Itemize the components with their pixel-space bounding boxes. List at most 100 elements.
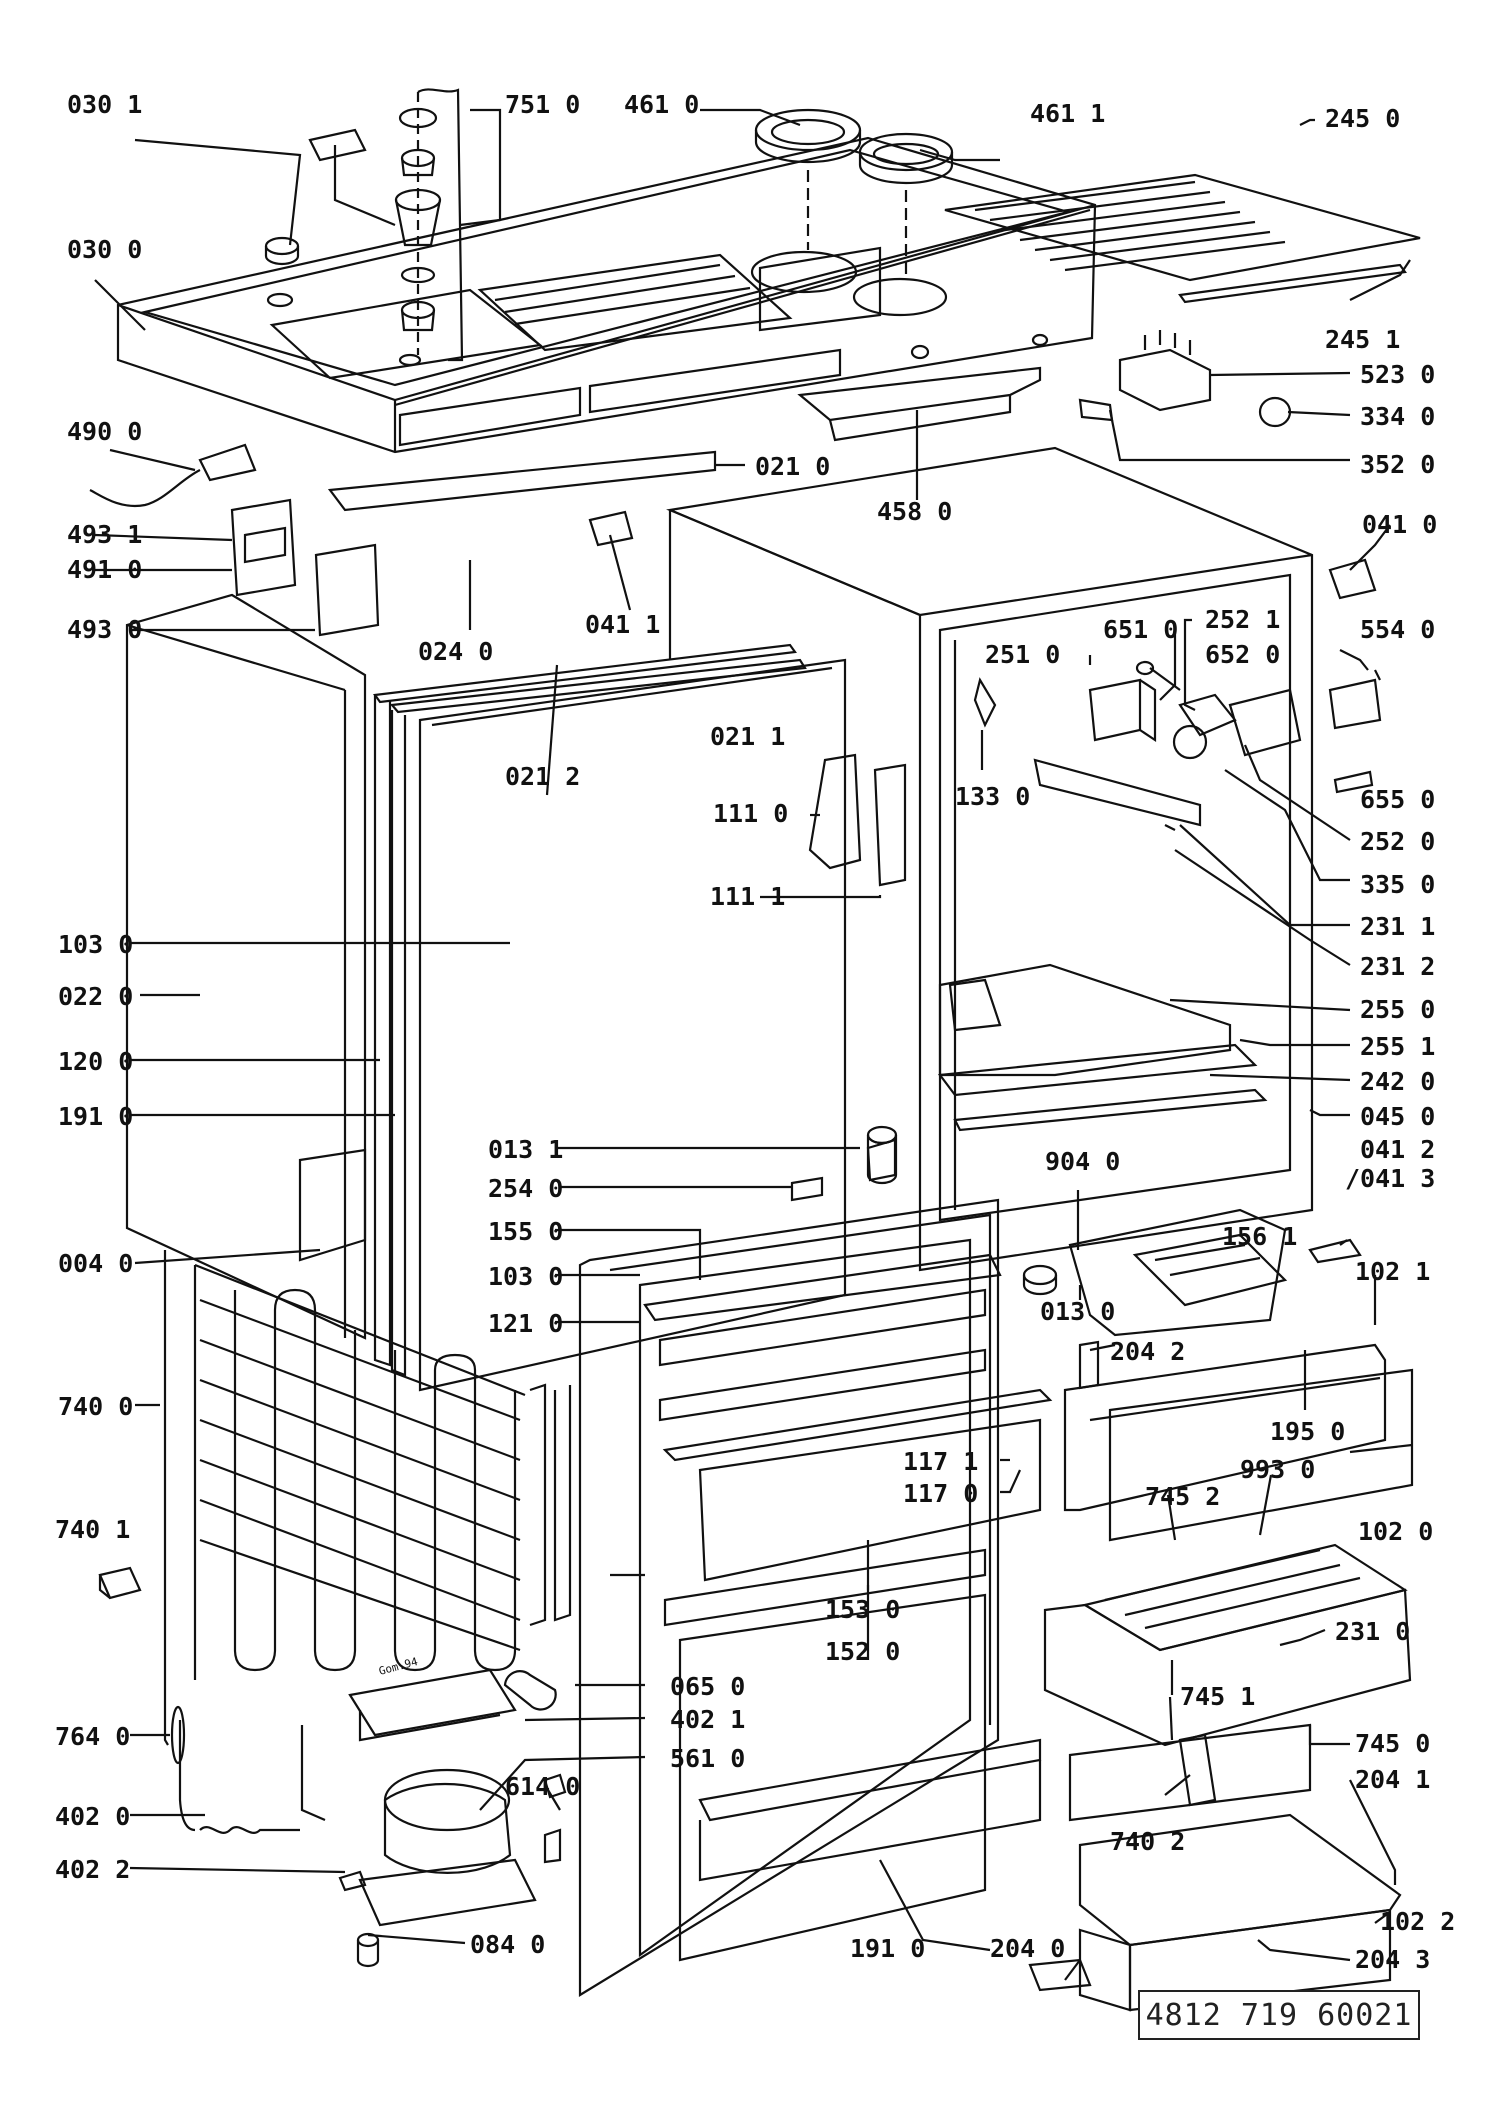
- label-155-0: 155 0: [488, 1217, 563, 1246]
- freezer-compartment: [937, 963, 1268, 1132]
- label-133-0: 133 0: [955, 782, 1030, 811]
- label-191-0-left: 191 0: [58, 1102, 133, 1131]
- label-402-0: 402 0: [55, 1802, 130, 1831]
- label-004-0: 004 0: [58, 1249, 133, 1278]
- label-245-0: 245 0: [1325, 104, 1400, 133]
- label-904-0: 904 0: [1045, 1147, 1120, 1176]
- label-204-3: 204 3: [1355, 1945, 1430, 1974]
- label-651-0: 651 0: [1103, 615, 1178, 644]
- label-740-2: 740 2: [1110, 1827, 1185, 1856]
- label-491-0: 491 0: [67, 555, 142, 584]
- sink-fittings: [264, 88, 464, 362]
- label-231-0: 231 0: [1335, 1617, 1410, 1646]
- label-045-0: 045 0: [1360, 1102, 1435, 1131]
- label-554-0: 554 0: [1360, 615, 1435, 644]
- plinth-strip-021: [327, 450, 717, 512]
- drawing-number: 4812 719 60021: [1145, 1997, 1413, 2033]
- label-458-0: 458 0: [877, 497, 952, 526]
- mains-cable-490: [89, 443, 257, 508]
- label-022-0: 022 0: [58, 982, 133, 1011]
- label-614-0: 614 0: [505, 1772, 580, 1801]
- freezer-door-102: [1063, 1343, 1414, 1542]
- cabinet-right-body: [666, 446, 1314, 1272]
- label-242-0: 242 0: [1360, 1067, 1435, 1096]
- label-352-0: 352 0: [1360, 450, 1435, 479]
- worktop: [116, 136, 1097, 454]
- label-121-0: 121 0: [488, 1309, 563, 1338]
- part-labels: 030 1 751 0 461 0 461 1 245 0 030 0 245 …: [55, 90, 1455, 1974]
- label-251-0: 251 0: [985, 640, 1060, 669]
- fridge-door-121: [578, 1198, 1053, 1997]
- label-195-0: 195 0: [1270, 1417, 1345, 1446]
- label-740-1: 740 1: [55, 1515, 130, 1544]
- label-013-0: 013 0: [1040, 1297, 1115, 1326]
- drawing-inscription: Gom.94: [377, 1655, 419, 1678]
- label-561-0: 561 0: [670, 1744, 745, 1773]
- label-745-0: 745 0: [1355, 1729, 1430, 1758]
- egg-tray-156: [1132, 1233, 1288, 1307]
- label-252-0: 252 0: [1360, 827, 1435, 856]
- label-461-1: 461 1: [1030, 99, 1105, 128]
- label-764-0: 764 0: [55, 1722, 130, 1751]
- label-117-0: 117 0: [903, 1479, 978, 1508]
- freezer-basket-993: [1043, 1543, 1412, 1747]
- rear-panel-245: [944, 173, 1421, 304]
- terminal-block-493: [230, 498, 380, 637]
- label-231-2: 231 2: [1360, 952, 1435, 981]
- label-252-1: 252 1: [1205, 605, 1280, 634]
- label-231-1: 231 1: [1360, 912, 1435, 941]
- label-254-0: 254 0: [488, 1174, 563, 1203]
- label-041-1: 041 1: [585, 610, 660, 639]
- label-334-0: 334 0: [1360, 402, 1435, 431]
- compressor-402: [300, 1668, 567, 1968]
- hotplate-openings: [266, 250, 1049, 367]
- label-156-1: 156 1: [1222, 1222, 1297, 1251]
- crisper-drawer-204: [1028, 1723, 1402, 2012]
- label-655-0: 655 0: [1360, 785, 1435, 814]
- spare-clip-740-1: [98, 1566, 142, 1600]
- thermostat-523: [1078, 330, 1292, 428]
- label-402-1: 402 1: [670, 1705, 745, 1734]
- door-handles: [808, 753, 907, 1182]
- label-111-0: 111 0: [713, 799, 788, 828]
- label-021-2: 021 2: [505, 762, 580, 791]
- label-041-3: /041 3: [1345, 1164, 1435, 1193]
- label-652-0: 652 0: [1205, 640, 1280, 669]
- label-751-0: 751 0: [505, 90, 580, 119]
- door-panel-103: [418, 658, 847, 1392]
- label-204-0: 204 0: [990, 1934, 1065, 1963]
- label-490-0: 490 0: [67, 417, 142, 446]
- label-030-0: 030 0: [67, 235, 142, 264]
- label-745-2: 745 2: [1145, 1482, 1220, 1511]
- label-191-0-bottom: 191 0: [850, 1934, 925, 1963]
- label-204-2: 204 2: [1110, 1337, 1185, 1366]
- label-084-0: 084 0: [470, 1930, 545, 1959]
- label-745-1: 745 1: [1180, 1682, 1255, 1711]
- label-117-1: 117 1: [903, 1447, 978, 1476]
- label-111-1: 111 1: [710, 882, 785, 911]
- label-102-1: 102 1: [1355, 1257, 1430, 1286]
- label-204-1: 204 1: [1355, 1765, 1430, 1794]
- condenser-740: [163, 1250, 572, 1746]
- label-102-0: 102 0: [1358, 1517, 1433, 1546]
- label-402-2: 402 2: [55, 1855, 130, 1884]
- label-041-0: 041 0: [1362, 510, 1437, 539]
- label-255-0: 255 0: [1360, 995, 1435, 1024]
- label-993-0: 993 0: [1240, 1455, 1315, 1484]
- capillary-764: [170, 1705, 300, 1834]
- label-030-1: 030 1: [67, 90, 142, 119]
- label-021-1: 021 1: [710, 722, 785, 751]
- label-153-0: 153 0: [825, 1595, 900, 1624]
- label-255-1: 255 1: [1360, 1032, 1435, 1061]
- hotplates: [754, 108, 954, 278]
- label-461-0: 461 0: [624, 90, 699, 119]
- label-245-1: 245 1: [1325, 325, 1400, 354]
- label-065-0: 065 0: [670, 1672, 745, 1701]
- label-021-0: 021 0: [755, 452, 830, 481]
- label-103-0-upper: 103 0: [58, 930, 133, 959]
- label-041-2: 041 2: [1360, 1135, 1435, 1164]
- label-013-1: 013 1: [488, 1135, 563, 1164]
- cabinet-left-side: [125, 593, 367, 1340]
- label-102-2: 102 2: [1380, 1907, 1455, 1936]
